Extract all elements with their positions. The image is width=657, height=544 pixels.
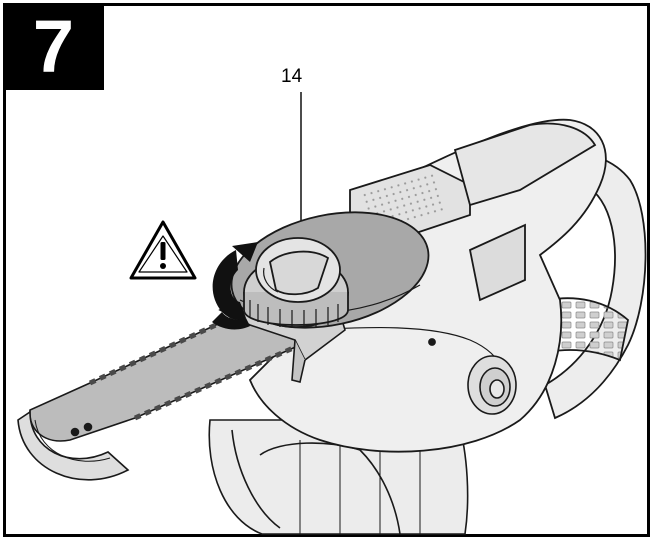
main-body: [248, 118, 607, 453]
rotate-clockwise-arrow-icon: [212, 242, 258, 330]
side-knob: [467, 355, 517, 415]
callout-label: 14: [281, 66, 303, 87]
step-number-badge: 7: [3, 3, 104, 90]
locking-knob: [243, 237, 349, 328]
warning-triangle-icon: [129, 220, 197, 280]
